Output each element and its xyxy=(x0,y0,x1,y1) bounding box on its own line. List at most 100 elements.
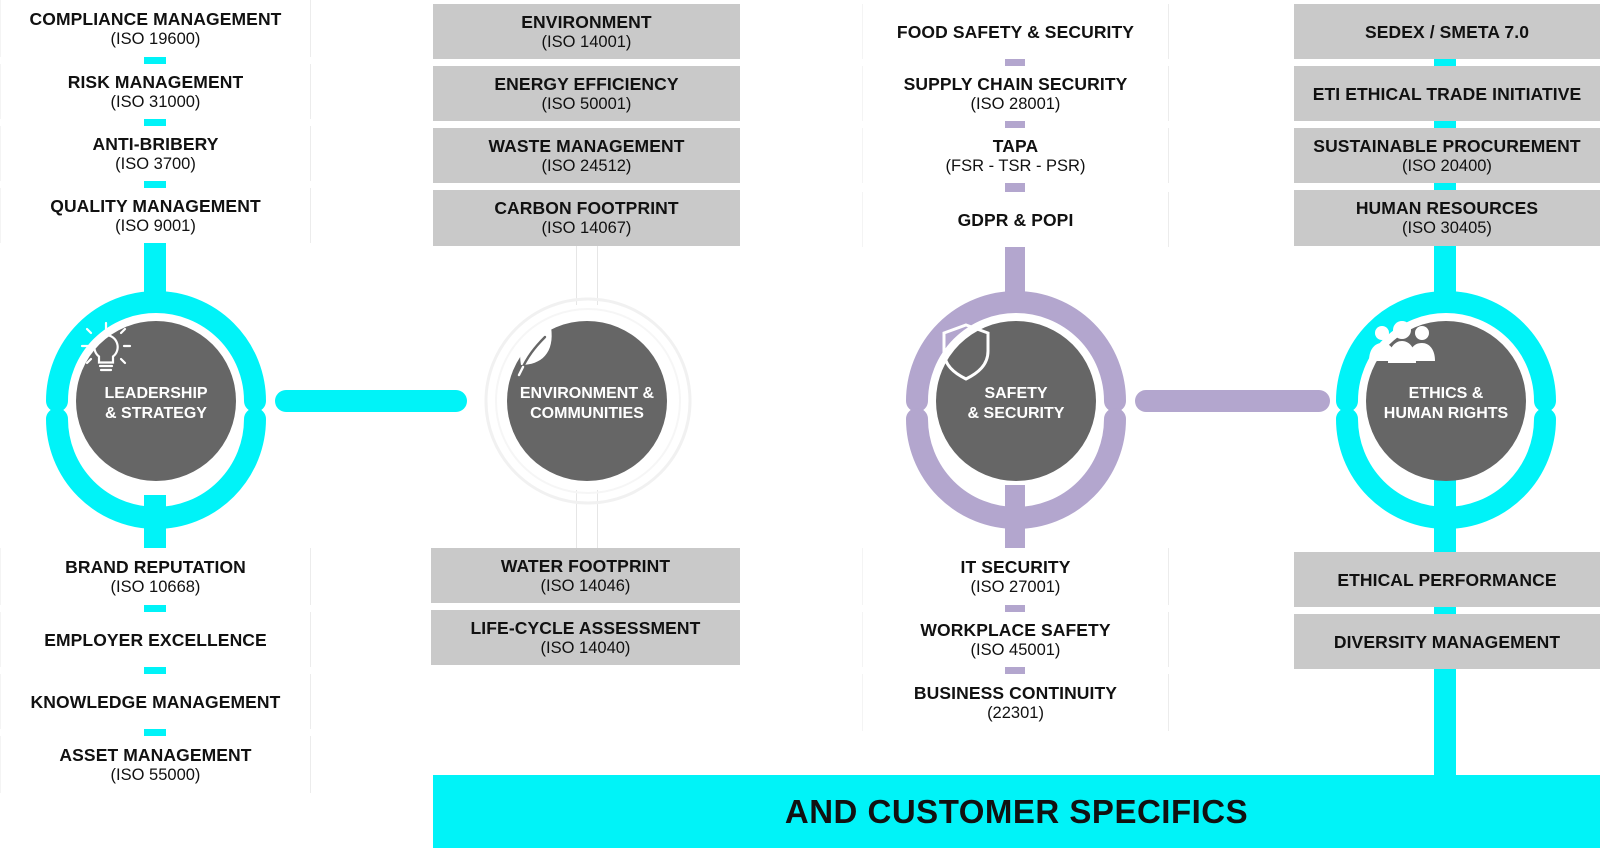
environment-item: ENVIRONMENT (ISO 14001) xyxy=(433,4,740,59)
leadership-item: ANTI-BRIBERY (ISO 3700) xyxy=(0,126,311,181)
safety-item: GDPR & POPI xyxy=(862,192,1169,247)
leadership-item: QUALITY MANAGEMENT (ISO 9001) xyxy=(0,188,311,243)
environment-item-title: ENERGY EFFICIENCY xyxy=(494,73,679,94)
environment-item: WASTE MANAGEMENT (ISO 24512) xyxy=(433,128,740,183)
leadership-item-sub: (ISO 31000) xyxy=(110,92,201,111)
link-leadership-environment xyxy=(275,390,467,412)
ethics-item-title: DIVERSITY MANAGEMENT xyxy=(1333,631,1561,652)
environment-item: LIFE-CYCLE ASSESSMENT (ISO 14040) xyxy=(431,610,740,665)
hub-safety-label-1: SAFETY xyxy=(984,385,1048,402)
customer-specifics-banner: AND CUSTOMER SPECIFICS xyxy=(433,775,1600,848)
environment-item-title: CARBON FOOTPRINT xyxy=(494,198,679,218)
environment-connector-bottom xyxy=(576,490,598,550)
safety-item: WORKPLACE SAFETY (ISO 45001) xyxy=(862,612,1169,667)
environment-item-sub: (ISO 14001) xyxy=(541,32,632,51)
hub-environment: ENVIRONMENT & COMMUNITIES xyxy=(477,295,699,507)
leadership-item-sub: (ISO 19600) xyxy=(110,29,201,48)
leadership-item: COMPLIANCE MANAGEMENT (ISO 19600) xyxy=(0,0,311,57)
hub-safety-core: SAFETY & SECURITY xyxy=(936,321,1096,481)
leadership-item-title: QUALITY MANAGEMENT xyxy=(50,195,261,216)
safety-item-title: TAPA xyxy=(992,135,1039,156)
leadership-item: RISK MANAGEMENT (ISO 31000) xyxy=(0,64,311,119)
environment-item-title: WATER FOOTPRINT xyxy=(500,555,671,576)
hub-ethics: ETHICS & HUMAN RIGHTS xyxy=(1335,290,1557,529)
safety-item-sub: (ISO 28001) xyxy=(970,94,1061,113)
ethics-item: SEDEX / SMETA 7.0 xyxy=(1294,4,1600,59)
hub-leadership: LEADERSHIP & STRATEGY xyxy=(45,290,267,529)
ethics-item: SUSTAINABLE PROCUREMENT (ISO 20400) xyxy=(1294,128,1600,183)
ethics-item-title: ETHICAL PERFORMANCE xyxy=(1337,569,1557,590)
environment-item-title: ENVIRONMENT xyxy=(521,11,652,32)
people-icon xyxy=(1369,321,1435,363)
hub-leadership-core: LEADERSHIP & STRATEGY xyxy=(76,321,236,481)
ethics-item-sub: (ISO 30405) xyxy=(1402,219,1492,237)
leadership-item-title: ASSET MANAGEMENT xyxy=(59,744,252,765)
safety-item-sub: (FSR - TSR - PSR) xyxy=(945,156,1086,175)
leadership-item-title: EMPLOYER EXCELLENCE xyxy=(44,629,267,650)
safety-item-sub: (ISO 27001) xyxy=(970,577,1061,596)
ethics-item-sub: (ISO 20400) xyxy=(1402,156,1492,175)
safety-item: IT SECURITY (ISO 27001) xyxy=(862,548,1169,605)
leadership-item-title: ANTI-BRIBERY xyxy=(92,133,219,154)
lightbulb-icon xyxy=(80,321,132,372)
hub-ethics-label-1: ETHICS & xyxy=(1408,385,1484,402)
leadership-item-sub: (ISO 55000) xyxy=(110,765,201,784)
environment-item: WATER FOOTPRINT (ISO 14046) xyxy=(431,548,740,603)
environment-item-title: LIFE-CYCLE ASSESSMENT xyxy=(470,617,701,638)
safety-item: TAPA (FSR - TSR - PSR) xyxy=(862,128,1169,183)
leadership-item-title: BRAND REPUTATION xyxy=(65,556,246,577)
safety-item-sub: (22301) xyxy=(987,703,1044,722)
ethics-item: HUMAN RESOURCES (ISO 30405) xyxy=(1294,190,1600,246)
environment-item-sub: (ISO 14040) xyxy=(540,638,631,657)
ethics-item: ETHICAL PERFORMANCE xyxy=(1294,552,1600,607)
leadership-item: ASSET MANAGEMENT (ISO 55000) xyxy=(0,736,311,793)
leadership-item-title: RISK MANAGEMENT xyxy=(67,71,244,92)
hub-safety-label-2: & SECURITY xyxy=(967,405,1065,422)
hub-leadership-label-2: & STRATEGY xyxy=(105,405,207,422)
environment-item: ENERGY EFFICIENCY (ISO 50001) xyxy=(433,66,740,121)
hub-safety-ring xyxy=(906,291,1126,529)
safety-item: BUSINESS CONTINUITY (22301) xyxy=(862,674,1169,731)
hub-leadership-ring xyxy=(46,291,266,529)
ethics-item: ETI ETHICAL TRADE INITIATIVE xyxy=(1294,66,1600,121)
leadership-item: BRAND REPUTATION (ISO 10668) xyxy=(0,548,311,605)
safety-item-title: GDPR & POPI xyxy=(957,209,1074,230)
environment-item-sub: (ISO 14067) xyxy=(541,219,632,237)
leadership-item-sub: (ISO 10668) xyxy=(110,577,201,596)
ethics-item-title: ETI ETHICAL TRADE INITIATIVE xyxy=(1312,83,1582,104)
leadership-item: KNOWLEDGE MANAGEMENT xyxy=(0,674,311,729)
safety-item-title: BUSINESS CONTINUITY xyxy=(913,682,1118,703)
environment-item: CARBON FOOTPRINT (ISO 14067) xyxy=(433,190,740,246)
hub-ethics-ring xyxy=(1336,291,1556,529)
ethics-item-title: SEDEX / SMETA 7.0 xyxy=(1364,21,1530,42)
hub-environment-ring xyxy=(484,297,692,505)
environment-connector-top xyxy=(576,240,598,305)
environment-item-sub: (ISO 14046) xyxy=(540,576,631,595)
safety-item-title: FOOD SAFETY & SECURITY xyxy=(896,21,1135,42)
safety-item: FOOD SAFETY & SECURITY xyxy=(862,4,1169,59)
leadership-item-title: COMPLIANCE MANAGEMENT xyxy=(29,8,282,29)
hub-environment-core: ENVIRONMENT & COMMUNITIES xyxy=(507,321,667,481)
hub-safety: SAFETY & SECURITY xyxy=(905,290,1127,529)
safety-item-title: IT SECURITY xyxy=(960,556,1071,577)
leadership-item-title: KNOWLEDGE MANAGEMENT xyxy=(30,691,281,712)
shield-icon xyxy=(942,323,990,381)
safety-item-sub: (ISO 45001) xyxy=(970,640,1061,659)
environment-item-title: WASTE MANAGEMENT xyxy=(488,135,685,156)
link-safety-ethics xyxy=(1135,390,1330,412)
leadership-item-sub: (ISO 9001) xyxy=(115,216,196,235)
environment-item-sub: (ISO 24512) xyxy=(541,156,632,175)
environment-item-sub: (ISO 50001) xyxy=(541,94,632,113)
safety-item: SUPPLY CHAIN SECURITY (ISO 28001) xyxy=(862,66,1169,121)
hub-leadership-label-1: LEADERSHIP xyxy=(104,385,208,402)
hub-environment-label-2: COMMUNITIES xyxy=(530,405,644,422)
hub-ethics-core: ETHICS & HUMAN RIGHTS xyxy=(1366,321,1526,481)
ethics-item-title: HUMAN RESOURCES xyxy=(1355,198,1539,218)
leadership-item-sub: (ISO 3700) xyxy=(115,154,196,173)
ethics-item: DIVERSITY MANAGEMENT xyxy=(1294,614,1600,669)
hub-ethics-label-2: HUMAN RIGHTS xyxy=(1383,405,1509,422)
safety-item-title: WORKPLACE SAFETY xyxy=(920,619,1111,640)
hub-environment-label-1: ENVIRONMENT & xyxy=(519,385,655,402)
safety-item-title: SUPPLY CHAIN SECURITY xyxy=(903,73,1128,94)
banner-text: AND CUSTOMER SPECIFICS xyxy=(784,792,1249,830)
